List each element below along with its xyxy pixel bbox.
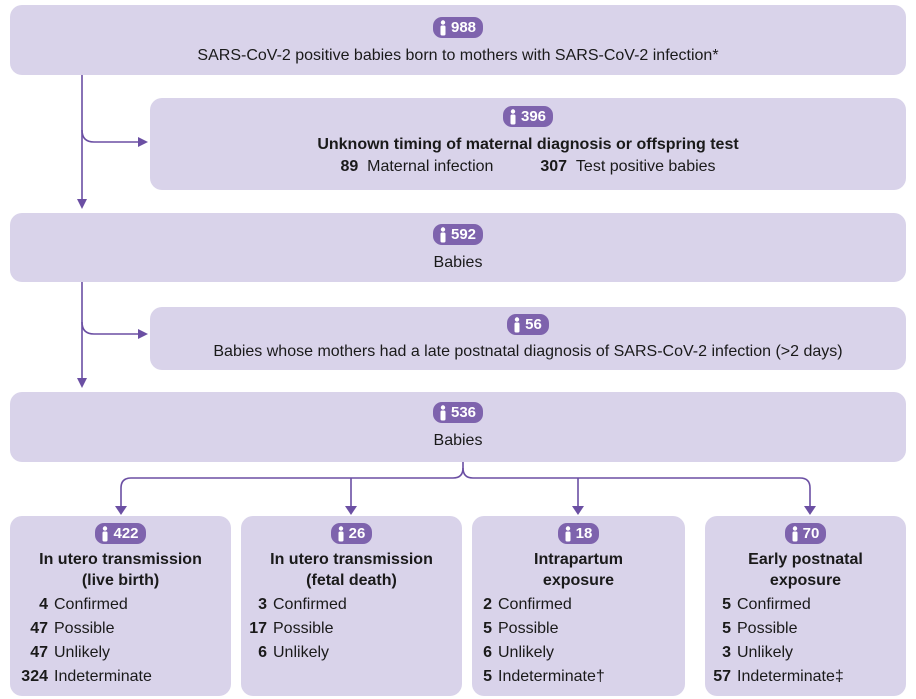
maternal-infection-label: Maternal infection: [367, 157, 494, 175]
exclusion-box-2: 56 Babies whose mothers had a late postn…: [150, 307, 906, 370]
person-icon: [790, 525, 800, 542]
count-badge: 422: [95, 523, 146, 544]
person-icon: [336, 525, 346, 542]
person-icon: [438, 404, 448, 421]
person-icon: [512, 316, 522, 333]
column-subtitle: exposure: [542, 571, 615, 589]
babies-label-2: Babies: [433, 431, 483, 449]
count-badge: 26: [330, 523, 373, 544]
person-icon: [563, 525, 573, 542]
test-positive-count: 307: [540, 157, 568, 175]
babies-box-1: 592 Babies: [10, 213, 906, 282]
exclusion-box-1: 396 Unknown timing of maternal diagnosis…: [150, 98, 906, 190]
person-icon: [508, 108, 518, 125]
column-subtitle: (live birth): [81, 571, 160, 589]
exclusion-1-items: 89 Maternal infection 307 Test positive …: [150, 156, 906, 178]
babies-label-1: Babies: [433, 253, 483, 271]
maternal-infection-count: 89: [340, 157, 359, 175]
split-connector: [120, 462, 464, 508]
column-fetal-death: 26 In utero transmission (fetal death) 3…: [241, 516, 462, 696]
person-icon: [100, 525, 110, 542]
column-live-birth: 422 In utero transmission (live birth) 4…: [10, 516, 231, 696]
babies-box-2: 536 Babies: [10, 392, 906, 462]
top-label: SARS-CoV-2 positive babies born to mothe…: [197, 46, 719, 64]
excl1-arrow: [81, 129, 148, 147]
test-positive-label: Test positive babies: [575, 157, 716, 175]
column-title: In utero transmission: [39, 550, 202, 568]
count-badge: 70: [784, 523, 827, 544]
exclusion-1-title: Unknown timing of maternal diagnosis or …: [317, 135, 739, 153]
person-icon: [438, 19, 448, 36]
exclusion-2-label: Babies whose mothers had a late postnata…: [213, 342, 843, 360]
person-icon: [438, 226, 448, 243]
column-title: Early postnatal: [748, 550, 863, 568]
column-title: Intrapartum: [534, 550, 623, 568]
count-badge: 988: [432, 17, 484, 38]
count-badge: 56: [507, 314, 549, 335]
column-title: In utero transmission: [270, 550, 433, 568]
top-box: 988 SARS-CoV-2 positive babies born to m…: [10, 5, 906, 75]
count-badge: 396: [502, 106, 554, 127]
column-subtitle: exposure: [769, 571, 842, 589]
count-badge: 592: [432, 224, 484, 245]
column-subtitle: (fetal death): [306, 571, 397, 589]
count-badge: 18: [557, 523, 600, 544]
excl2-arrow: [81, 321, 148, 339]
count-badge: 536: [432, 402, 484, 423]
